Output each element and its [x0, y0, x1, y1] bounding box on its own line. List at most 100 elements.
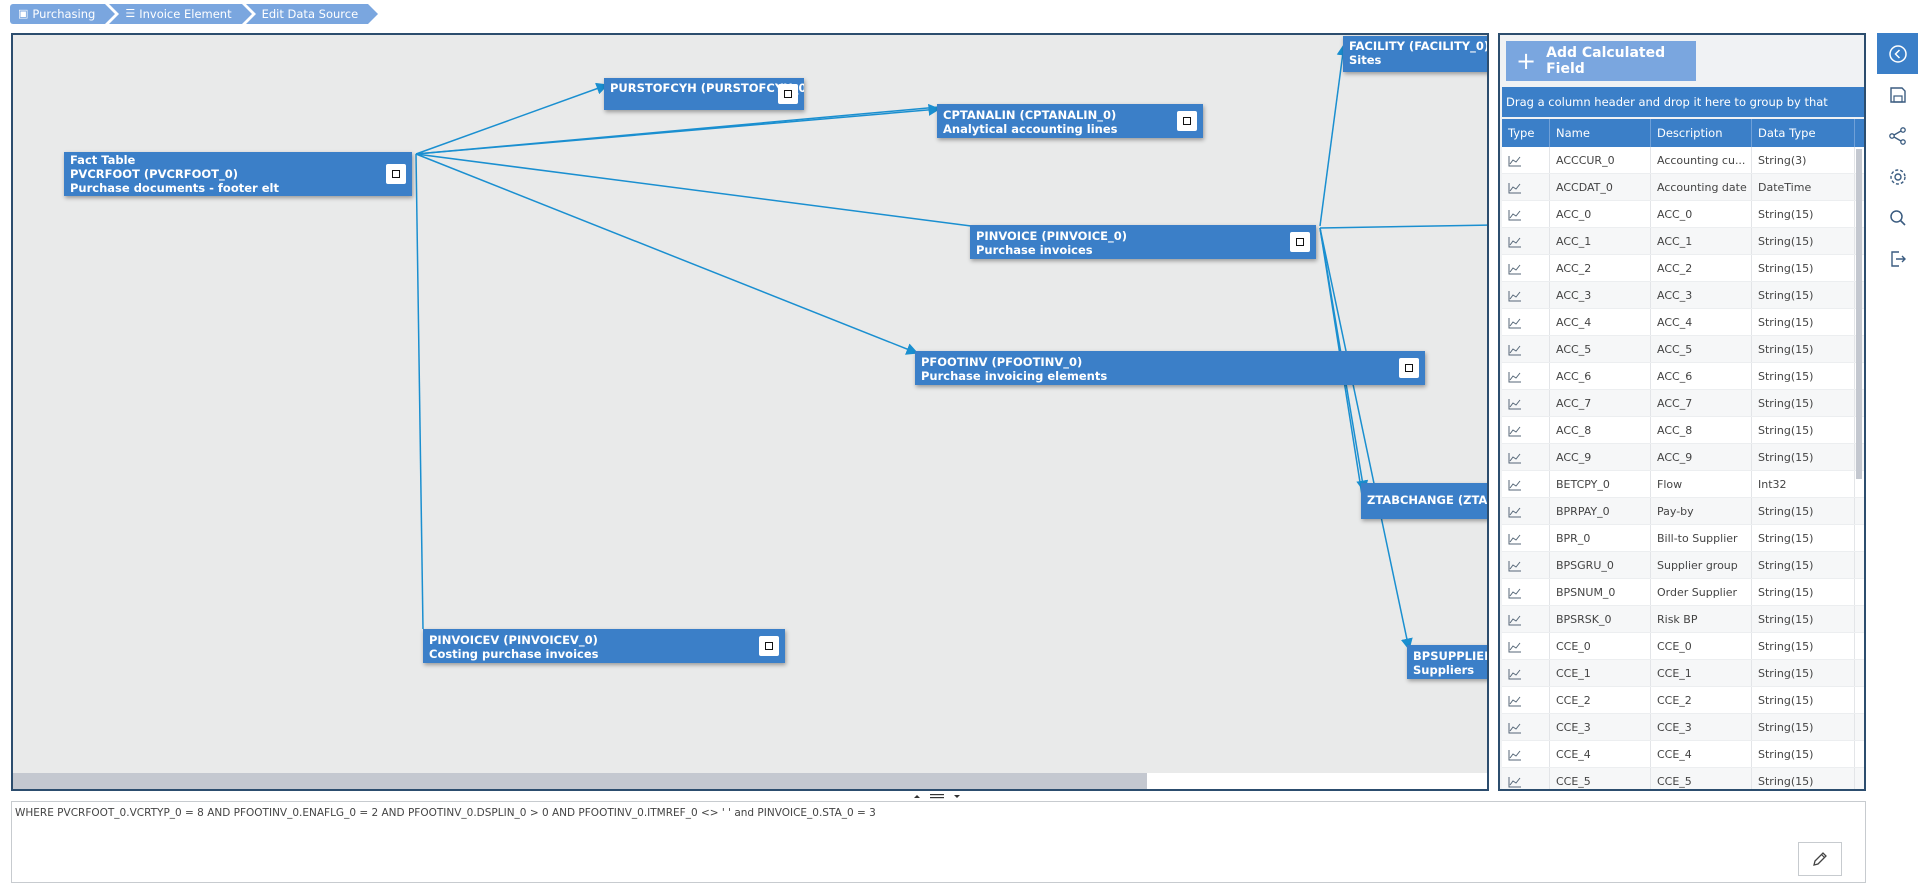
data-type-cell: String(15) — [1752, 363, 1855, 389]
name-cell: BETCPY_0 — [1550, 471, 1651, 497]
node-checkbox[interactable] — [778, 84, 798, 104]
node-line: Purchase invoices — [976, 243, 1093, 257]
scrollbar-thumb[interactable] — [13, 773, 1147, 789]
data-type-cell: String(3) — [1752, 147, 1855, 173]
node-bpsupplier[interactable]: BPSUPPLIER ( Suppliers — [1407, 645, 1487, 679]
panel-splitter-handle[interactable] — [900, 792, 970, 800]
measure-chart-icon — [1508, 183, 1521, 194]
column-header-type[interactable]: Type — [1502, 119, 1550, 147]
node-line: PFOOTINV (PFOOTINV_0) — [921, 355, 1083, 369]
node-line: Purchase invoicing elements — [921, 369, 1108, 383]
node-pinvoicev[interactable]: PINVOICEV (PINVOICEV_0) Costing purchase… — [423, 629, 785, 663]
horizontal-scrollbar[interactable] — [13, 773, 1487, 789]
node-checkbox[interactable] — [1290, 232, 1310, 252]
node-pinvoice[interactable]: PINVOICE (PINVOICE_0) Purchase invoices — [970, 225, 1316, 259]
data-type-cell: String(15) — [1752, 741, 1855, 767]
name-cell: BPRPAY_0 — [1550, 498, 1651, 524]
exit-button[interactable] — [1877, 238, 1918, 279]
save-icon — [1889, 86, 1906, 103]
description-cell: CCE_0 — [1651, 633, 1752, 659]
diagram-canvas[interactable]: Fact Table PVCRFOOT (PVCRFOOT_0) Purchas… — [11, 33, 1489, 791]
column-header-data-type[interactable]: Data Type — [1752, 119, 1855, 147]
node-checkbox[interactable] — [386, 164, 406, 184]
vertical-scrollbar[interactable] — [1856, 149, 1862, 479]
breadcrumb-purchasing[interactable]: ▣ Purchasing — [10, 4, 116, 24]
node-checkbox[interactable] — [1399, 358, 1419, 378]
add-calculated-field-button[interactable]: + Add Calculated Field — [1506, 41, 1696, 81]
data-type-cell: String(15) — [1752, 633, 1855, 659]
node-cptanalin[interactable]: CPTANALIN (CPTANALIN_0) Analytical accou… — [937, 104, 1203, 138]
link-fact-pinvoice — [415, 153, 972, 227]
node-fact-table[interactable]: Fact Table PVCRFOOT (PVCRFOOT_0) Purchas… — [64, 152, 412, 196]
description-cell: ACC_8 — [1651, 417, 1752, 443]
column-header-name[interactable]: Name — [1550, 119, 1651, 147]
node-purstofcyh[interactable]: PURSTOFCYH (PURSTOFCYH_0) — [604, 78, 804, 110]
link-fact-pinvoicev — [415, 153, 424, 630]
node-line: Sites — [1349, 53, 1382, 67]
type-cell — [1502, 687, 1550, 713]
collapse-button[interactable] — [1877, 33, 1918, 74]
box-icon: ▣ — [18, 7, 29, 20]
edit-where-button[interactable] — [1798, 842, 1842, 876]
breadcrumb-invoice-element[interactable]: ☰ Invoice Element — [109, 4, 252, 24]
type-cell — [1502, 606, 1550, 632]
node-line: Analytical accounting lines — [943, 122, 1118, 136]
name-cell: ACCDAT_0 — [1550, 174, 1651, 200]
group-by-drop-zone[interactable]: Drag a column header and drop it here to… — [1502, 87, 1864, 139]
type-cell — [1502, 498, 1550, 524]
description-cell: CCE_2 — [1651, 687, 1752, 713]
node-facility[interactable]: FACILITY (FACILITY_0) Sites — [1343, 36, 1487, 72]
relations-button[interactable] — [1877, 115, 1918, 156]
measure-chart-icon — [1508, 318, 1521, 329]
link-pinvoice-facility — [1319, 43, 1349, 227]
node-checkbox[interactable] — [1177, 111, 1197, 131]
name-cell: ACC_1 — [1550, 228, 1651, 254]
breadcrumb-label: Edit Data Source — [261, 7, 359, 21]
settings-button[interactable] — [1877, 156, 1918, 197]
data-type-cell: String(15) — [1752, 660, 1855, 686]
node-line: PURSTOFCYH (PURSTOFCYH_0) — [610, 81, 804, 95]
link-pinvoice-right — [1319, 224, 1487, 229]
node-checkbox[interactable] — [759, 636, 779, 656]
name-cell: CCE_1 — [1550, 660, 1651, 686]
link-fact-cptanalin-2 — [415, 106, 940, 155]
name-cell: BPSRSK_0 — [1550, 606, 1651, 632]
column-header-description[interactable]: Description — [1651, 119, 1752, 147]
search-button[interactable] — [1877, 197, 1918, 238]
node-ztabchange[interactable]: ZTABCHANGE (ZTABCH — [1361, 483, 1487, 519]
node-pfootinv[interactable]: PFOOTINV (PFOOTINV_0) Purchase invoicing… — [915, 351, 1425, 385]
type-cell — [1502, 336, 1550, 362]
node-line: Purchase documents - footer elt — [70, 181, 279, 195]
breadcrumb-edit-data-source[interactable]: Edit Data Source — [245, 4, 378, 24]
measure-chart-icon — [1508, 237, 1521, 248]
type-cell — [1502, 471, 1550, 497]
save-button[interactable] — [1877, 74, 1918, 115]
data-type-cell: String(15) — [1752, 228, 1855, 254]
measure-chart-icon — [1508, 453, 1521, 464]
where-clause-box[interactable]: WHERE PVCRFOOT_0.VCRTYP_0 = 8 AND PFOOTI… — [11, 801, 1866, 883]
